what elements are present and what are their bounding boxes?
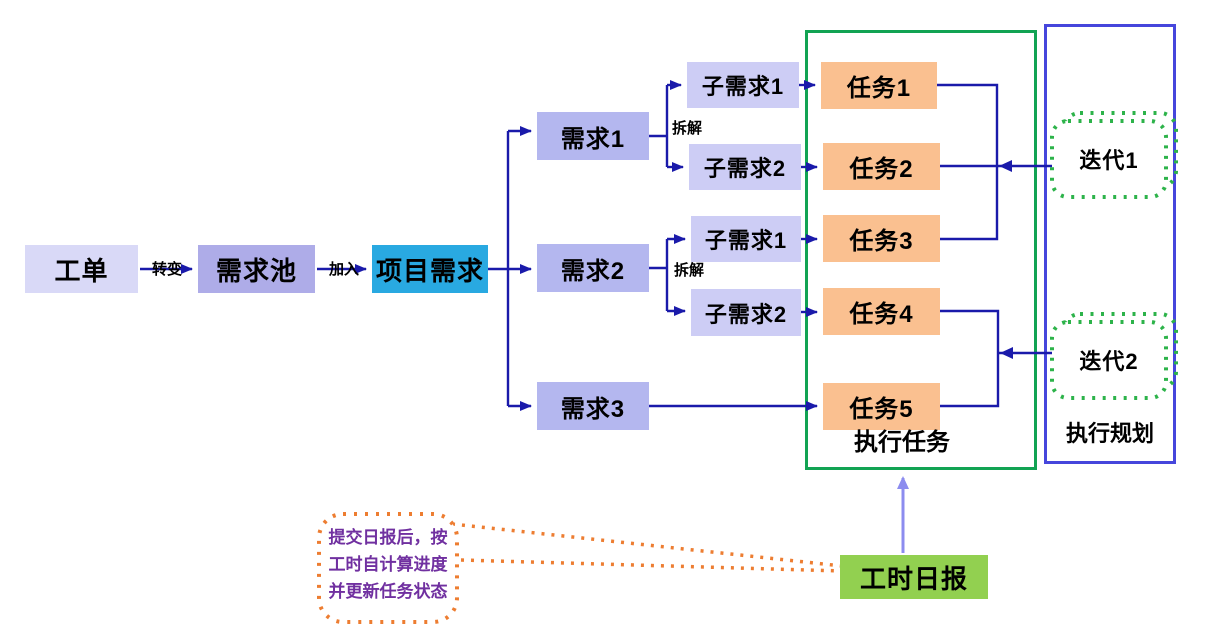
- node-requirement-1: 需求1: [537, 112, 649, 160]
- execution-planning-region: [1044, 24, 1176, 464]
- node-timesheet-daily-report: 工时日报: [840, 555, 988, 599]
- iteration1-cloud-front: [1050, 119, 1168, 199]
- node-task-4: 任务4: [823, 288, 940, 335]
- execution-planning-caption: 执行规划: [1065, 421, 1154, 446]
- node-requirement-pool: 需求池: [198, 245, 315, 293]
- node-requirement-3: 需求3: [537, 382, 649, 430]
- node-subrequirement-1-of-req1: 子需求1: [687, 62, 799, 108]
- iteration-1-label: 迭代1: [1079, 148, 1139, 173]
- edge-label-transform: 转变: [151, 260, 182, 278]
- iteration-2-label: 迭代2: [1079, 349, 1139, 374]
- node-subrequirement-1-of-req2: 子需求1: [691, 216, 801, 262]
- node-task-1: 任务1: [821, 62, 937, 109]
- edge-label-decompose-req1: 拆解: [671, 119, 702, 137]
- callout-tail-upper: [451, 522, 843, 568]
- navy-arrows: [140, 80, 1052, 411]
- callout-bubble: [317, 512, 459, 624]
- execute-tasks-region: [805, 30, 1037, 470]
- bracket-tasks-1-3: [937, 83, 999, 241]
- node-subrequirement-2-of-req2: 子需求2: [691, 289, 801, 336]
- edge-label-join: 加入: [328, 260, 359, 278]
- node-work-order: 工单: [25, 245, 138, 293]
- iteration-clouds: [1050, 111, 1178, 400]
- callout-note-text: 提交日报后，按 工时自计算进度 并更新任务状态: [328, 528, 448, 602]
- node-task-3: 任务3: [823, 215, 940, 262]
- iteration2-cloud-front: [1050, 320, 1168, 400]
- arrowhead-iteration2: [1000, 347, 1013, 359]
- edge-label-decompose-req2: 拆解: [673, 261, 704, 279]
- node-subrequirement-2-of-req1: 子需求2: [689, 144, 801, 190]
- arrowhead-iteration1: [999, 160, 1012, 172]
- node-task-5: 任务5: [823, 383, 940, 430]
- bracket-tasks-4-5: [940, 309, 1000, 408]
- execute-tasks-caption: 执行任务: [854, 428, 950, 456]
- node-task-2: 任务2: [823, 143, 940, 190]
- callout-tail-lower: [460, 558, 843, 573]
- node-requirement-2: 需求2: [537, 244, 649, 292]
- callout-shape: [317, 512, 843, 624]
- node-project-requirement: 项目需求: [372, 245, 488, 293]
